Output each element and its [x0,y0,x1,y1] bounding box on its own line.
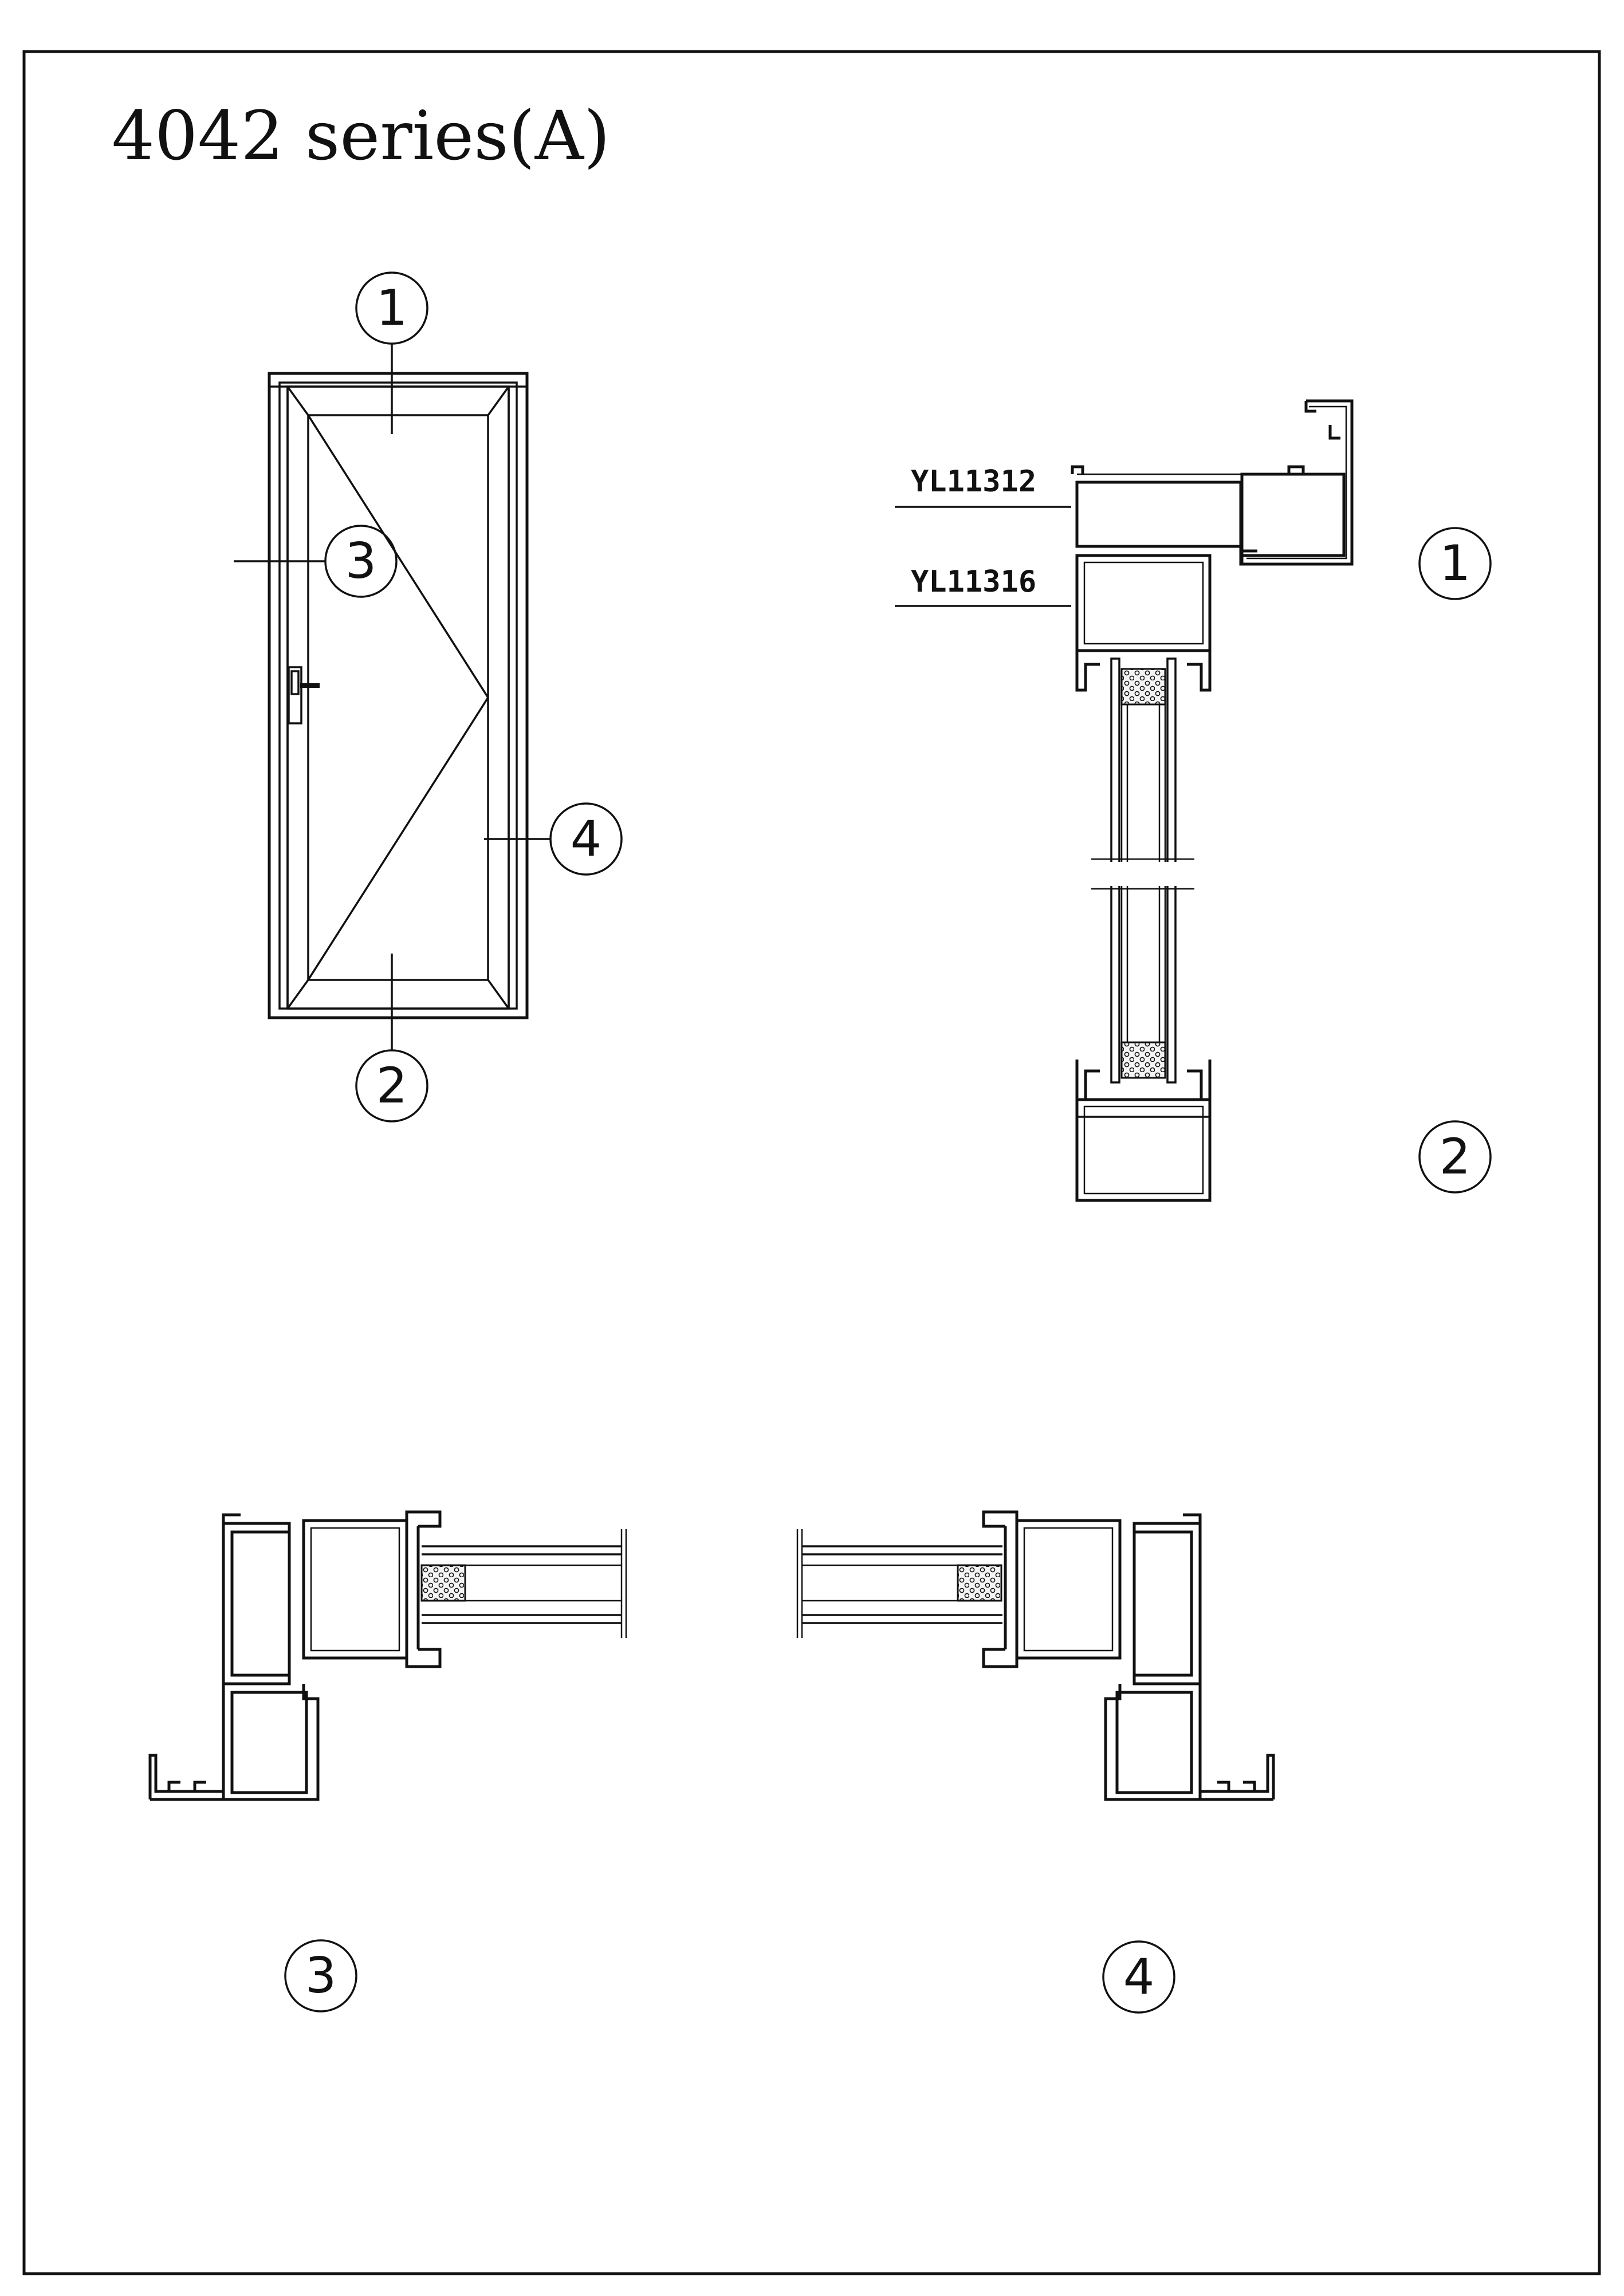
svg-text:1: 1 [376,279,408,337]
callout-3-section: 3 [284,1939,357,2013]
door-handle-icon [288,666,320,724]
svg-text:YL11316: YL11316 [911,565,1036,599]
svg-text:3: 3 [305,1947,337,2004]
callout-2-elevation: 2 [355,954,428,1123]
horizontal-section-4 [796,1510,1275,1801]
drawing-title: 4042 series(A) [112,96,610,175]
callout-3-elevation: 3 [234,525,398,598]
svg-text:2: 2 [1440,1128,1471,1186]
door-elevation [268,372,529,1019]
label-sash: YL11316 [895,565,1071,607]
svg-text:2: 2 [376,1057,408,1114]
vertical-section [1071,399,1354,1202]
callout-4-section: 4 [1102,1940,1175,2014]
svg-text:3: 3 [345,533,377,590]
svg-text:4: 4 [1123,1948,1155,2006]
callout-1-elevation: 1 [355,271,428,434]
label-top-frame: YL11312 [895,464,1071,508]
horizontal-section-3 [148,1510,627,1801]
sheet-border [22,50,1601,2275]
svg-text:4: 4 [571,810,602,868]
callout-4-elevation: 4 [484,802,623,876]
callout-2-section: 2 [1418,1120,1492,1194]
callout-1-section: 1 [1418,527,1492,600]
svg-text:YL11312: YL11312 [911,464,1036,499]
svg-text:1: 1 [1440,535,1471,592]
